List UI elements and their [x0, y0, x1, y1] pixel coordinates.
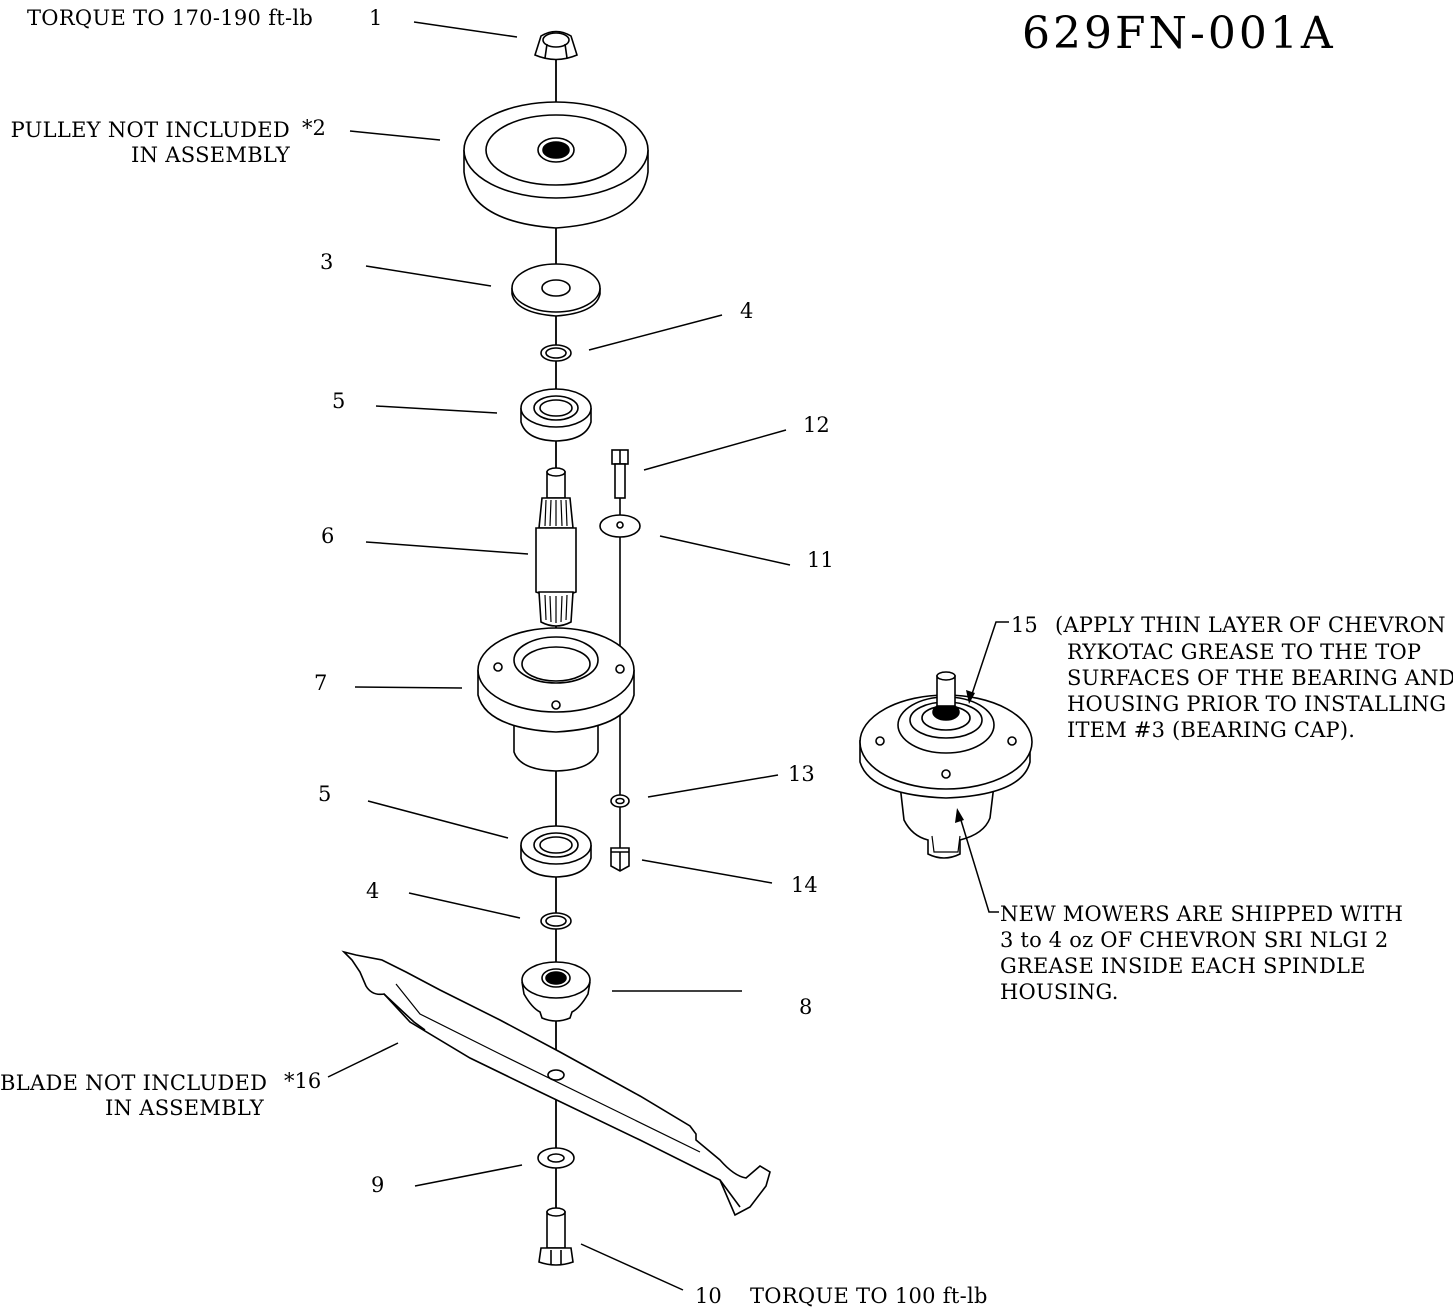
callout-4-number-bottom: 4 [366, 879, 380, 903]
callout-16-number: *16 [284, 1069, 322, 1093]
callout-1-note: TORQUE TO 170-190 ft-lb [27, 6, 314, 30]
leader-2 [349, 130, 441, 141]
leader-10 [580, 1243, 684, 1291]
leader-7 [354, 686, 463, 689]
part-11-washer [599, 514, 641, 538]
leader-5b [367, 800, 509, 839]
leader-4a [588, 314, 723, 351]
grease-note-line4: HOUSING. [1000, 980, 1119, 1004]
callout-10-note: TORQUE TO 100 ft-lb [750, 1284, 988, 1308]
leader-1 [413, 21, 518, 38]
leader-6 [365, 541, 529, 555]
callout-16-note-line2: IN ASSEMBLY [105, 1096, 264, 1120]
callout-2-number: *2 [302, 116, 326, 140]
callout-15-number: 15 [1011, 613, 1038, 637]
callout-5-number-top: 5 [332, 389, 346, 413]
callout-6-number: 6 [321, 524, 335, 548]
part-10-bolt [538, 1207, 574, 1266]
leader-11 [659, 535, 791, 566]
callout-4-number-top: 4 [740, 299, 754, 323]
part-16-blade [341, 950, 771, 1217]
grease-note-line3: GREASE INSIDE EACH SPINDLE [1000, 954, 1366, 978]
callout-15-note-line4: HOUSING PRIOR TO INSTALLING [1067, 692, 1447, 716]
callout-15-note-line1: (APPLY THIN LAYER OF CHEVRON [1055, 613, 1446, 637]
part-8-hub [521, 961, 591, 1022]
part-3-bearing-cap [511, 263, 601, 317]
callout-5-number-bottom: 5 [318, 782, 332, 806]
callout-16-note-line1: BLADE NOT INCLUDED [0, 1071, 268, 1095]
leader-lines [327, 21, 1009, 1291]
leader-12 [643, 429, 787, 471]
leader-grease [959, 816, 999, 913]
part-14-nut [610, 847, 630, 872]
grease-note-line1: NEW MOWERS ARE SHIPPED WITH [1000, 902, 1404, 926]
callout-2-note-line1: PULLEY NOT INCLUDED [10, 118, 290, 142]
callout-3-number: 3 [320, 250, 334, 274]
part-4-seal-bottom [540, 912, 572, 930]
callout-2-note-line2: IN ASSEMBLY [131, 143, 290, 167]
callout-1-number: 1 [369, 6, 383, 30]
leader-4b [408, 892, 521, 919]
callout-11-number: 11 [807, 548, 834, 572]
callout-10-number: 10 [695, 1284, 722, 1308]
part-6-shaft [535, 467, 577, 627]
callout-15-note-line3: SURFACES OF THE BEARING AND [1067, 666, 1453, 690]
part-5-bearing-top [520, 388, 592, 442]
leader-13 [647, 774, 779, 798]
part-4-seal-top [540, 344, 572, 362]
part-12-bolt [611, 449, 629, 499]
leader-14 [641, 859, 773, 884]
drawing-number: 629FN-001A [1022, 8, 1336, 59]
part-2-pulley [463, 101, 649, 229]
part-9-washer [537, 1147, 575, 1169]
callout-8-number: 8 [799, 995, 813, 1019]
part-15-assembled-spindle [859, 671, 1033, 859]
callout-15-note-line5: ITEM #3 (BEARING CAP). [1067, 718, 1356, 742]
leader-3 [365, 265, 492, 287]
part-1-nut [534, 30, 578, 61]
part-13-lock-washer [610, 794, 630, 808]
grease-note-line2: 3 to 4 oz OF CHEVRON SRI NLGI 2 [1000, 928, 1389, 952]
callout-12-number: 12 [803, 413, 830, 437]
leader-16 [327, 1042, 399, 1078]
callout-13-number: 13 [788, 762, 815, 786]
part-5-bearing-bottom [520, 825, 592, 878]
leader-9 [414, 1164, 523, 1187]
callout-14-number: 14 [791, 873, 818, 897]
callout-7-number: 7 [314, 671, 328, 695]
leader-15 [970, 621, 1009, 698]
part-7-spindle-housing [477, 627, 635, 772]
arrowheads [955, 690, 975, 823]
leader-5a [375, 405, 498, 414]
callout-15-note-line2: RYKOTAC GREASE TO THE TOP [1067, 640, 1422, 664]
callout-9-number: 9 [371, 1173, 385, 1197]
